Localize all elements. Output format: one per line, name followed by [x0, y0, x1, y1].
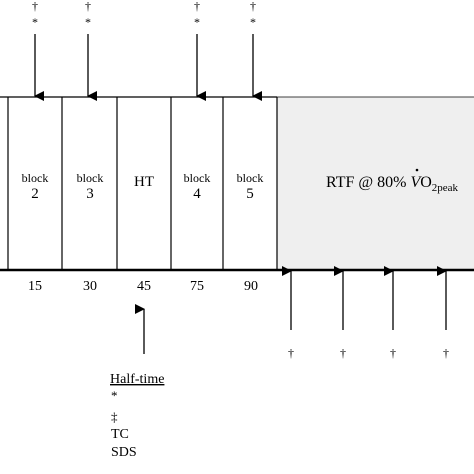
halftime-item-3: SDS [111, 445, 137, 460]
top-dagger-0: † [32, 0, 38, 13]
v-dot-icon [415, 168, 419, 172]
tick-15: 15 [28, 279, 42, 294]
tick-30: 30 [83, 279, 97, 294]
block-2-num: 2 [31, 186, 39, 202]
block-labels: block 2 block 3 HT block 4 block 5 [22, 171, 264, 202]
block-5-word: block [237, 171, 264, 185]
tick-45: 45 [137, 279, 151, 294]
bottom-dagger-0: † [288, 346, 294, 360]
tick-75: 75 [190, 279, 204, 294]
halftime-item-0: * [111, 388, 118, 403]
top-star-1: * [85, 15, 91, 29]
halftime-legend: Half-time * ‡ TC SDS [110, 372, 164, 460]
bottom-dagger-1: † [340, 346, 346, 360]
rtf-subscript: 2peak [432, 182, 459, 194]
rtf-label: RTF @ 80% VO2peak [326, 174, 459, 194]
top-star-0: * [32, 15, 38, 29]
bottom-dagger-2: † [390, 346, 396, 360]
top-dagger-2: † [194, 0, 200, 13]
block-3-num: 3 [86, 186, 94, 202]
rtf-region [277, 97, 474, 270]
tick-labels: 15 30 45 75 90 [28, 279, 258, 294]
halftime-item-2: TC [111, 427, 129, 442]
block-2-word: block [22, 171, 49, 185]
block-5-num: 5 [246, 186, 254, 202]
top-star-3: * [250, 15, 256, 29]
block-frame [0, 96, 474, 270]
halftime-item-1: ‡ [111, 409, 118, 424]
top-arrows [34, 34, 262, 101]
block-4-word: block [184, 171, 211, 185]
bottom-markers: † † † † [288, 346, 449, 360]
rtf-o: O [420, 174, 432, 191]
top-dagger-3: † [250, 0, 256, 13]
bottom-arrows [135, 266, 447, 354]
top-markers: † * † * † * † * [32, 0, 256, 29]
top-dagger-1: † [85, 0, 91, 13]
block-4-num: 4 [193, 186, 201, 202]
bottom-dagger-3: † [443, 346, 449, 360]
top-star-2: * [194, 15, 200, 29]
tick-90: 90 [244, 279, 258, 294]
block-3-word: block [77, 171, 104, 185]
ht-block-label: HT [134, 174, 154, 190]
rtf-label-prefix: RTF @ 80% [326, 174, 410, 191]
halftime-title: Half-time [110, 372, 164, 387]
rtf-v: V [410, 174, 422, 191]
